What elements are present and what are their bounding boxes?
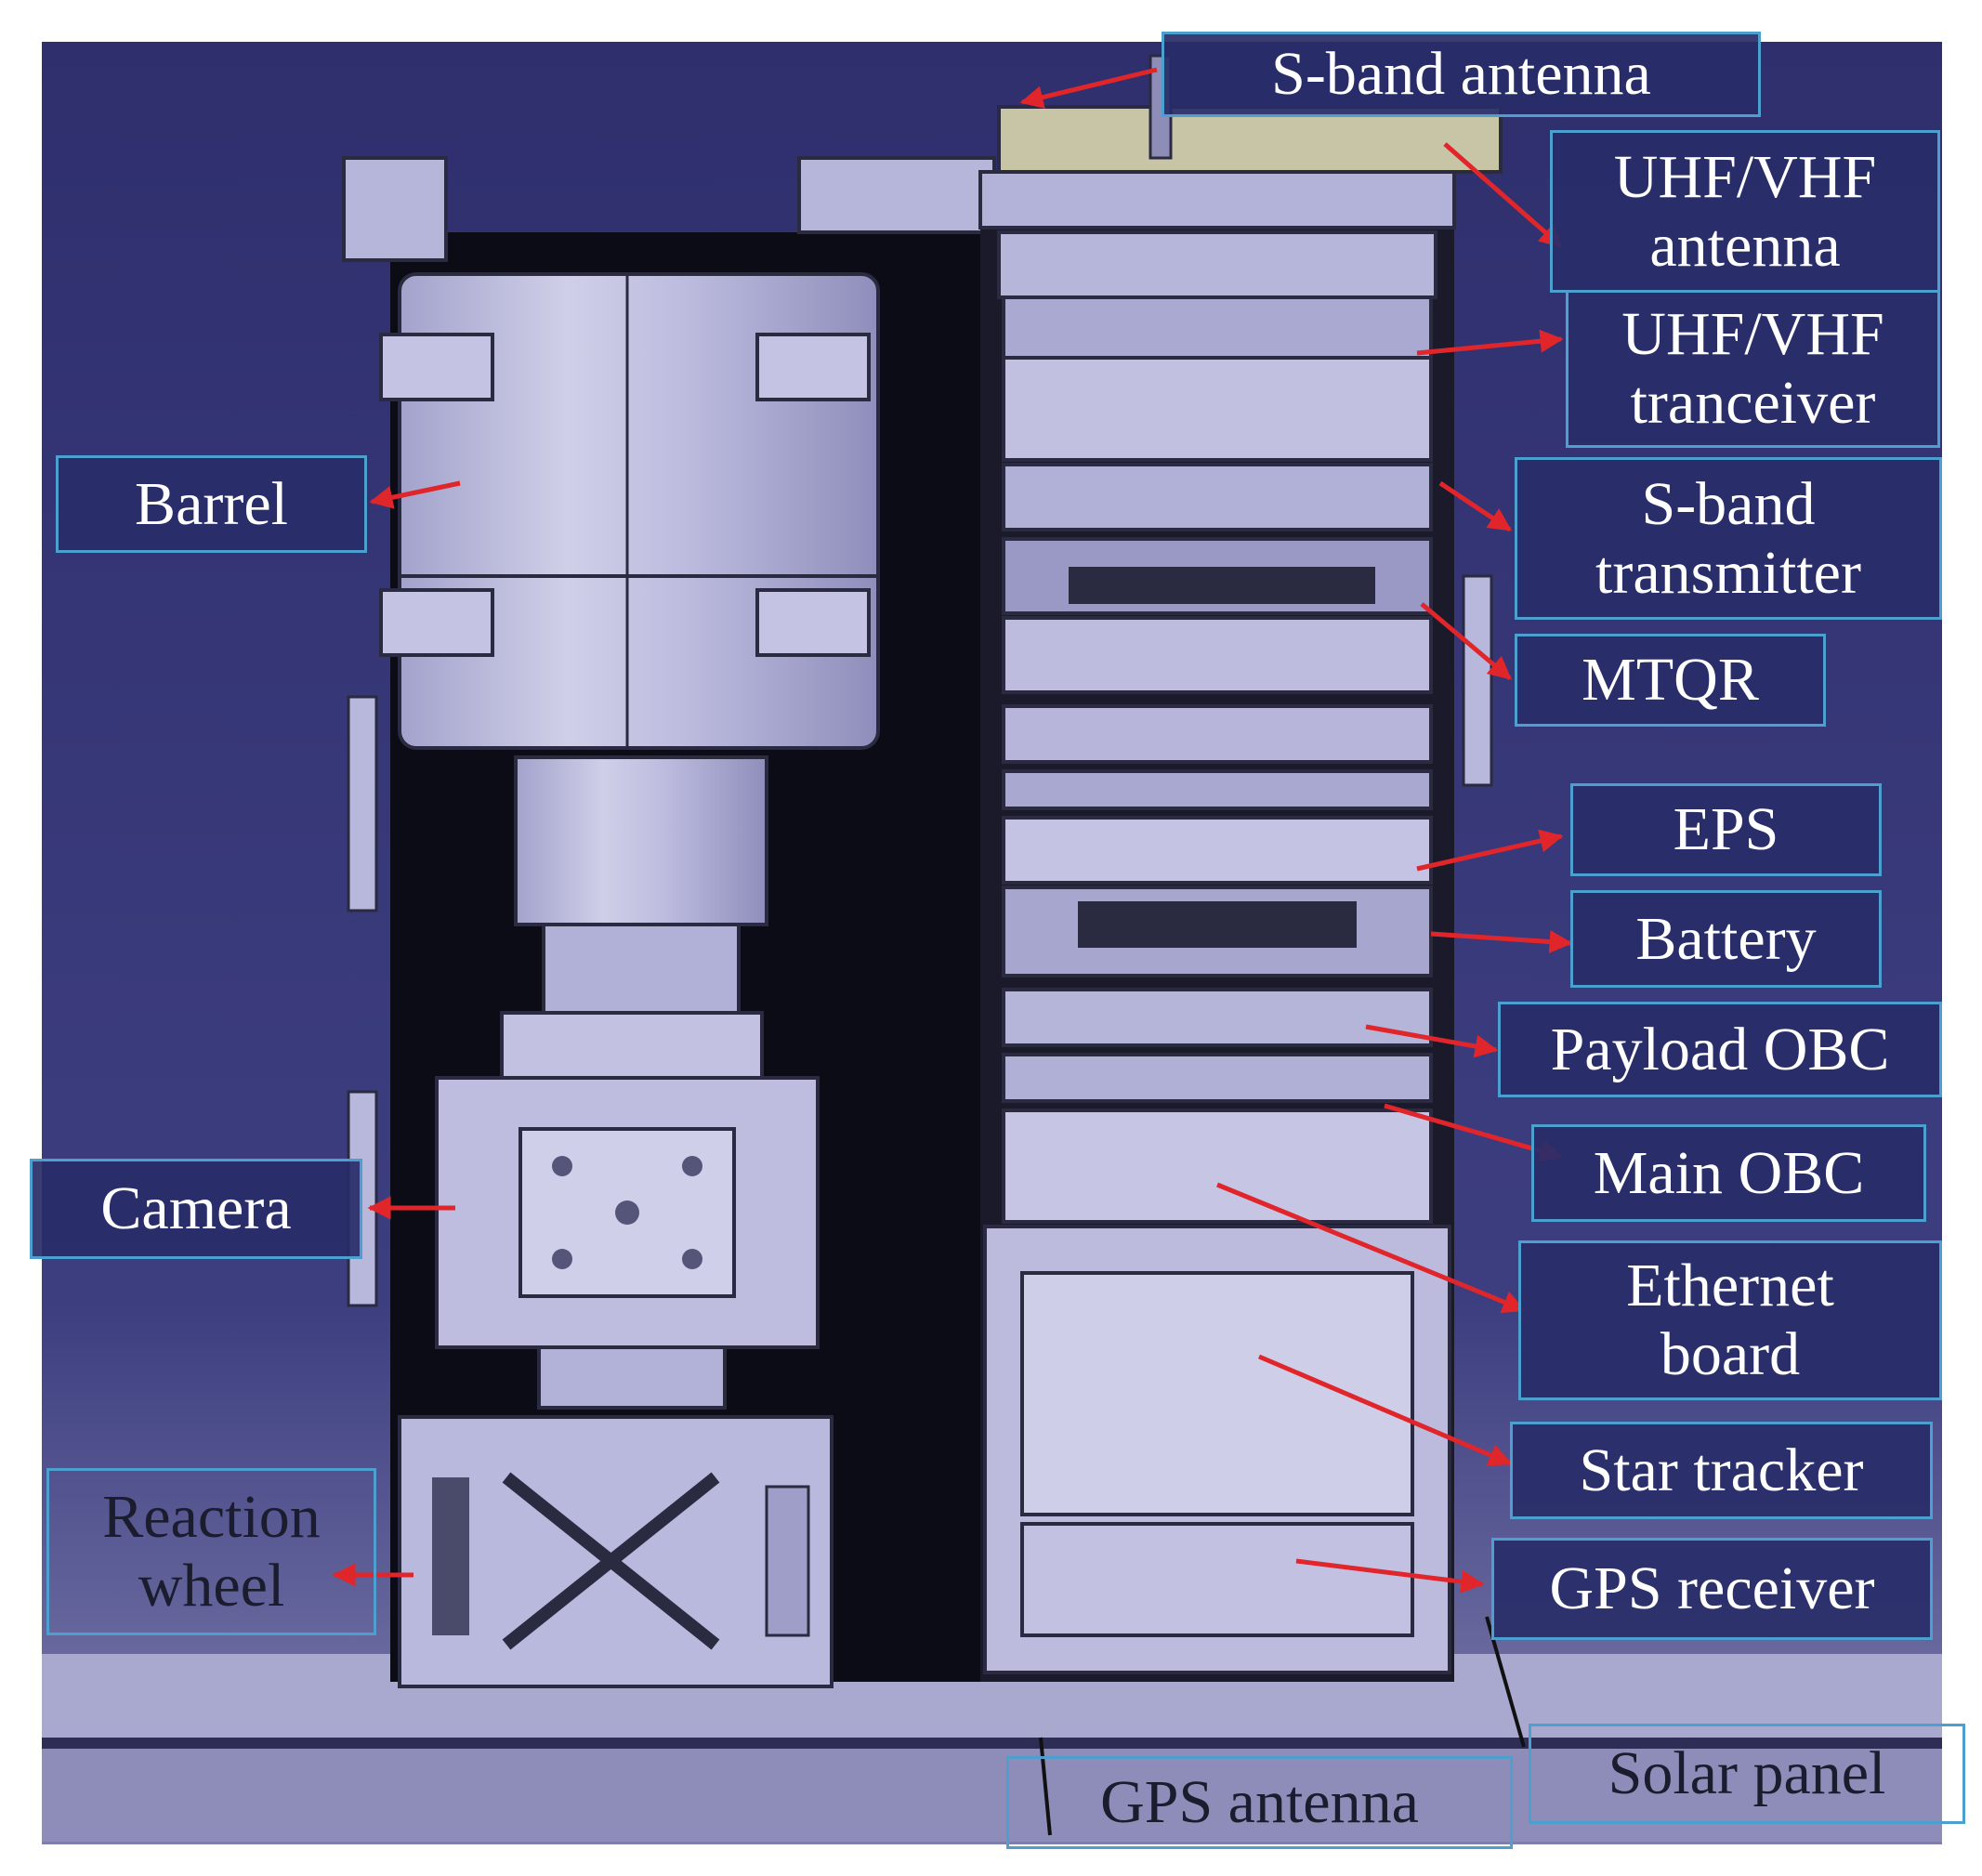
label-camera: Camera <box>30 1159 362 1259</box>
label-ethernet-board-line1: Ethernet <box>1626 1252 1834 1320</box>
label-uhf-vhf-tranceiver-line1: UHF/VHF <box>1621 300 1884 369</box>
label-ethernet-board-line2: board <box>1660 1320 1801 1388</box>
label-solar-panel: Solar panel <box>1529 1724 1965 1824</box>
label-uhf-vhf-antenna-line2: antenna <box>1649 211 1841 280</box>
label-gps-receiver-text: GPS receiver <box>1549 1555 1875 1623</box>
arrow-battery <box>1430 930 1573 953</box>
label-eps-text: EPS <box>1673 795 1779 864</box>
label-payload-obc: Payload OBC <box>1498 1002 1942 1097</box>
arrow-uhf-vhf-antenna <box>1443 142 1563 248</box>
label-reaction-wheel-line2: wheel <box>138 1552 285 1620</box>
label-star-tracker: Star tracker <box>1510 1422 1933 1519</box>
arrow-star-tracker <box>1258 1354 1513 1466</box>
label-mtqr: MTQR <box>1515 634 1826 727</box>
label-s-band-transmitter-line1: S-band <box>1641 469 1816 538</box>
label-solar-panel-text: Solar panel <box>1608 1739 1886 1808</box>
label-gps-antenna: GPS antenna <box>1006 1756 1513 1849</box>
arrow-s-band-antenna <box>1019 67 1158 109</box>
label-main-obc: Main OBC <box>1531 1124 1926 1222</box>
arrow-s-band-transmitter <box>1438 480 1513 532</box>
label-battery: Battery <box>1570 890 1882 988</box>
label-reaction-wheel-line1: Reaction <box>102 1483 321 1552</box>
label-uhf-vhf-tranceiver: UHF/VHF tranceiver <box>1566 290 1940 448</box>
label-gps-antenna-text: GPS antenna <box>1100 1768 1419 1837</box>
arrow-gps-receiver <box>1295 1558 1485 1594</box>
label-s-band-transmitter-line2: transmitter <box>1595 538 1861 607</box>
arrow-barrel <box>369 480 461 509</box>
arrow-uhf-vhf-tranceiver <box>1416 329 1564 356</box>
label-ethernet-board: Ethernet board <box>1518 1240 1942 1400</box>
barrel-shape <box>379 272 880 750</box>
label-barrel-text: Barrel <box>135 469 288 538</box>
label-payload-obc-text: Payload OBC <box>1550 1015 1890 1083</box>
label-battery-text: Battery <box>1635 904 1817 973</box>
label-s-band-antenna: S-band antenna <box>1162 32 1761 117</box>
reaction-wheel-shape <box>398 1415 833 1688</box>
label-eps: EPS <box>1570 783 1882 876</box>
label-uhf-vhf-antenna: UHF/VHF antenna <box>1550 130 1940 293</box>
label-uhf-vhf-antenna-line1: UHF/VHF <box>1613 142 1877 211</box>
camera-shape <box>435 1011 820 1410</box>
arrow-mtqr <box>1420 602 1512 680</box>
label-camera-text: Camera <box>100 1174 292 1243</box>
arrow-eps <box>1416 829 1564 872</box>
label-s-band-transmitter: S-band transmitter <box>1515 457 1942 620</box>
label-reaction-wheel: Reaction wheel <box>46 1468 376 1635</box>
label-star-tracker-text: Star tracker <box>1579 1436 1864 1504</box>
arrow-ethernet-board <box>1216 1182 1527 1314</box>
label-main-obc-text: Main OBC <box>1593 1138 1865 1207</box>
label-s-band-antenna-text: S-band antenna <box>1271 40 1651 109</box>
arrow-payload-obc <box>1365 1024 1499 1058</box>
stack-boards <box>983 230 1451 1674</box>
label-gps-receiver: GPS receiver <box>1491 1538 1933 1640</box>
label-mtqr-text: MTQR <box>1582 646 1759 715</box>
label-barrel: Barrel <box>56 455 367 553</box>
label-uhf-vhf-tranceiver-line2: tranceiver <box>1630 369 1876 437</box>
board-connectors <box>1069 567 1375 948</box>
